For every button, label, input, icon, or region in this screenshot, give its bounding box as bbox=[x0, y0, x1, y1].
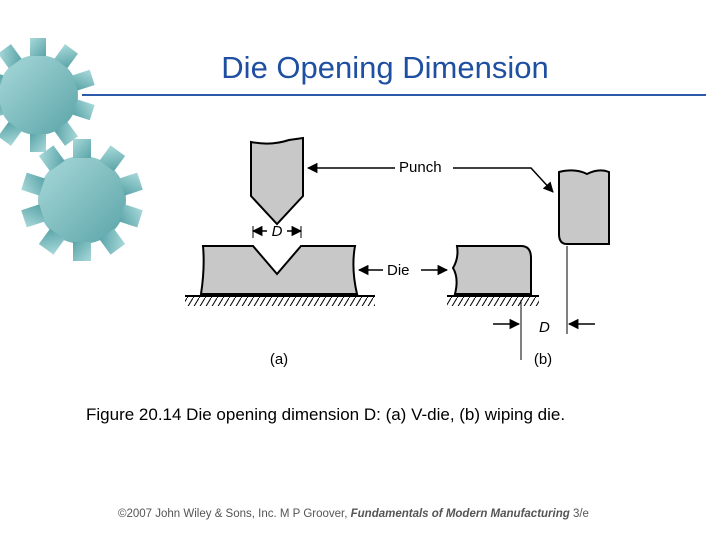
footer-book-title: Fundamentals of Modern Manufacturing bbox=[350, 508, 570, 520]
punch-label: Punch bbox=[399, 159, 442, 176]
footer: ©2007 John Wiley & Sons, Inc. M P Groove… bbox=[118, 508, 589, 520]
dimension-d-b-label: D bbox=[539, 319, 550, 336]
gear-icon bbox=[21, 139, 143, 261]
v-punch bbox=[250, 136, 304, 226]
part-b-label: (b) bbox=[534, 351, 552, 368]
figure-caption: Figure 20.14 Die opening dimension D: (a… bbox=[86, 405, 566, 424]
die-label: Die bbox=[387, 262, 410, 279]
dimension-d-a-label: D bbox=[272, 223, 283, 240]
punch-arrow-b bbox=[453, 167, 554, 193]
title-divider bbox=[82, 94, 706, 96]
slide-title: Die Opening Dimension bbox=[221, 50, 549, 85]
gears-decoration bbox=[0, 38, 143, 261]
dimension-d-a bbox=[251, 225, 303, 238]
wiping-punch bbox=[558, 169, 610, 245]
v-die-block bbox=[199, 245, 359, 295]
part-a-label: (a) bbox=[270, 351, 288, 368]
footer-copyright: ©2007 John Wiley & Sons, Inc. M P Groove… bbox=[118, 508, 351, 520]
die-opening-figure: D Punch Die D (a) (b) bbox=[185, 136, 610, 368]
gear-icon bbox=[0, 38, 95, 152]
footer-edition: 3/e bbox=[569, 508, 589, 520]
wiping-die-block bbox=[451, 245, 532, 295]
